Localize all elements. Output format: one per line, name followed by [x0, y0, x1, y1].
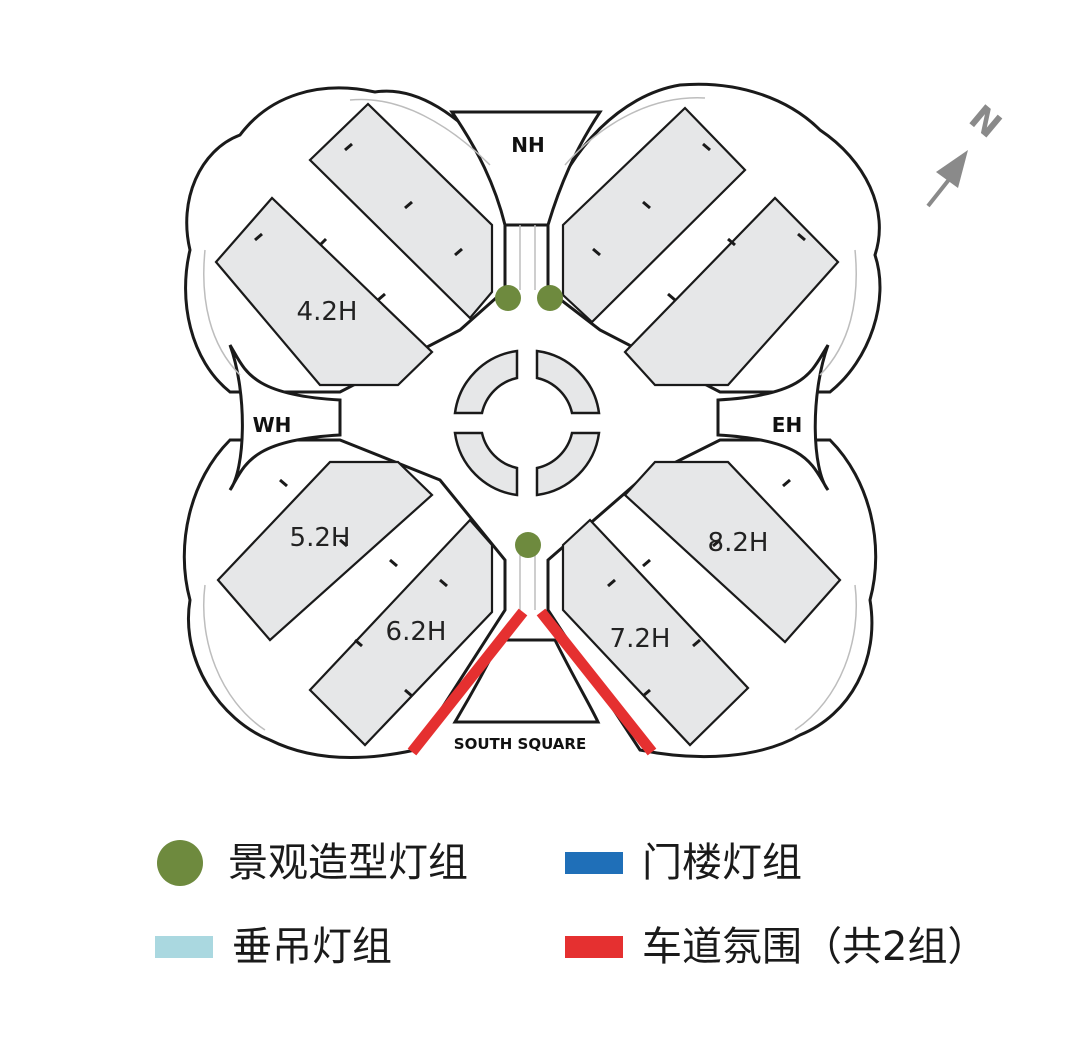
hall-door-marks [254, 142, 806, 698]
legend-label-gate: 门楼灯组 [642, 840, 802, 886]
legend-label-landscape: 景观造型灯组 [228, 840, 468, 886]
nh-building [449, 110, 603, 227]
legend-swatch-gate [565, 852, 623, 874]
ring-segment-sw [453, 431, 519, 497]
label-6-2h: 6.2H [386, 617, 447, 647]
hall-4-2h [214, 196, 434, 387]
label-south-square: SOUTH SQUARE [454, 735, 586, 753]
legend-swatch-pendant [155, 936, 213, 958]
driveway-lights [407, 608, 657, 756]
landscape-light-2 [537, 285, 563, 311]
hall-ne-inner [623, 196, 840, 387]
hall-5-2h [216, 460, 434, 642]
compass-arrowhead-icon [936, 150, 968, 188]
outer-building-outline [182, 82, 882, 759]
ne-lobe-outline [546, 82, 882, 394]
hall-nw-outer [308, 102, 494, 320]
sw-lobe-outline [182, 438, 507, 759]
exhibition-halls [214, 102, 842, 747]
label-4-2h: 4.2H [297, 297, 358, 327]
driveway-light-right [536, 608, 657, 756]
landscape-light-3 [515, 532, 541, 558]
hall-7-2h [561, 518, 750, 747]
ring-segment-nw [453, 349, 519, 415]
eh-building [716, 344, 830, 491]
walkway-lines [203, 97, 857, 731]
label-eh: EH [772, 413, 802, 437]
nw-lobe-outline [184, 86, 507, 394]
north-compass: N [926, 98, 1009, 208]
label-7-2h: 7.2H [610, 624, 671, 654]
label-8-2h: 8.2H [708, 528, 769, 558]
hall-8-2h [623, 460, 842, 644]
label-wh: WH [253, 413, 292, 437]
ring-segment-se [535, 431, 601, 497]
landscape-lights [495, 285, 563, 558]
legend-label-pendant: 垂吊灯组 [232, 924, 392, 970]
label-nh: NH [511, 133, 544, 157]
wh-building [228, 344, 342, 491]
driveway-light-left [407, 608, 528, 756]
legend-swatch-driveway [565, 936, 623, 958]
se-lobe-outline [546, 438, 878, 759]
label-5-2h: 5.2H [290, 523, 351, 553]
hall-ne-outer [561, 106, 747, 324]
ring-segment-ne [535, 349, 601, 415]
compass-letter: N [961, 98, 1009, 147]
legend-swatch-landscape [157, 840, 203, 886]
entrance-halls [228, 110, 830, 724]
central-plaza [453, 349, 601, 497]
legend-label-driveway: 车道氛围（共2组） [642, 924, 988, 970]
hall-6-2h [308, 518, 494, 747]
landscape-light-1 [495, 285, 521, 311]
